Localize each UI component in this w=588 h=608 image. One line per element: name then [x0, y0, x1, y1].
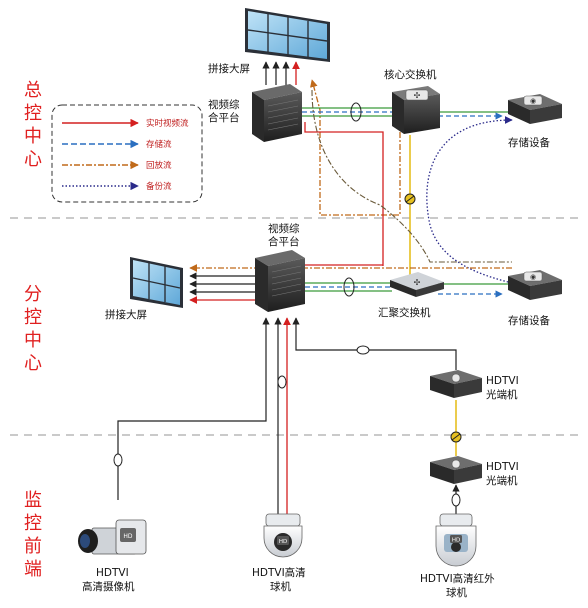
branch-platform-icon: [255, 250, 305, 312]
optical-lower-icon: [430, 456, 482, 484]
hq-platform-icon: [252, 84, 302, 142]
box-camera-label-1: HDTVI: [96, 567, 129, 579]
hq-videowall-icon: [245, 8, 330, 62]
svg-text:HD: HD: [452, 538, 460, 544]
svg-text:◉: ◉: [530, 97, 536, 105]
hq-platform-core-link: [302, 102, 392, 122]
box-camera-coupler: [113, 453, 123, 467]
hq-platform-label-2: 合平台: [208, 111, 240, 124]
legend-storage-label: 存储流: [146, 139, 172, 150]
branch-videowall-label: 拼接大屏: [105, 308, 147, 321]
optical-upper-label-1: HDTVI: [486, 375, 519, 387]
zone-char: 控: [24, 513, 42, 534]
branch-videowall-icon: [130, 257, 183, 308]
branch-to-hq-realtime: [304, 122, 384, 266]
zone-char: 前: [24, 536, 42, 557]
svg-text:◉: ◉: [530, 273, 536, 281]
branch-agg-switch-icon: ✣: [390, 272, 444, 297]
optical-lower-label-2: 光端机: [486, 474, 518, 487]
zone-char: 端: [24, 559, 42, 580]
hq-videowall-label: 拼接大屏: [208, 62, 250, 75]
zone-label-frontend: 监 控 前 端: [24, 490, 42, 580]
optical-upper-label-2: 光端机: [486, 388, 518, 401]
branch-platform-label-2: 合平台: [268, 235, 300, 248]
legend-playback-label: 回放流: [146, 160, 172, 171]
branch-platform-agg-link: [305, 277, 392, 297]
dome-camera-label-2: 球机: [270, 580, 291, 593]
branch-storage-label: 存储设备: [508, 314, 550, 327]
ir-dome-camera-label-2: 球机: [446, 586, 467, 599]
branch-storage-icon: ◉: [508, 270, 562, 300]
branch-wall-feed: [189, 272, 255, 304]
zone-char: 控: [24, 307, 42, 328]
hq-core-switch-label: 核心交换机: [384, 68, 437, 81]
hq-core-switch-icon: ✣: [392, 86, 440, 134]
zone-char: 监: [24, 490, 42, 511]
optical-line: [292, 317, 457, 370]
zone-char: 中: [24, 330, 42, 351]
svg-text:✣: ✣: [414, 278, 421, 287]
branch-platform-label-1: 视频综: [268, 222, 300, 235]
box-camera-line: [117, 317, 270, 500]
hq-platform-label-1: 视频综: [208, 98, 240, 111]
hq-storage-icon: ◉: [508, 94, 562, 124]
ir-dome-camera-label-1: HDTVI高清红外: [420, 572, 495, 585]
zone-label-branch: 分 控 中 心: [24, 284, 42, 374]
svg-text:HD: HD: [279, 539, 287, 545]
fiber-connector-mark: [405, 195, 415, 203]
backup-flow-curve: [426, 116, 513, 284]
zone-char: 分: [24, 284, 42, 305]
box-camera-label-2: 高清摄像机: [82, 580, 135, 593]
optical-line-coupler: [356, 345, 370, 355]
playback-hq-to-branch: [311, 89, 512, 263]
svg-text:✣: ✣: [414, 91, 421, 100]
zone-char: 中: [24, 126, 42, 147]
box-camera-icon: HD: [78, 519, 147, 555]
zone-char: 心: [24, 149, 42, 170]
dome-camera-icon: HD: [263, 513, 303, 558]
svg-text:HD: HD: [123, 533, 133, 540]
optical-lower-label-1: HDTVI: [486, 461, 519, 473]
optical-upper-icon: [430, 370, 482, 398]
ir-dome-camera-icon: HD: [435, 513, 477, 567]
legend-backup-label: 备份流: [146, 181, 172, 192]
hq-storage-label: 存储设备: [508, 136, 550, 149]
dome-camera-label-1: HDTVI高清: [252, 566, 306, 579]
zone-char: 心: [24, 353, 42, 374]
hq-core-storage-link: [438, 111, 508, 120]
fiber-optical-connector-mark: [451, 433, 461, 441]
zone-char: 总: [24, 80, 42, 101]
legend-realtime-label: 实时视频流: [146, 118, 189, 129]
zone-label-headquarters: 总 控 中 心: [24, 80, 42, 170]
zone-char: 控: [24, 103, 42, 124]
legend-frame: [51, 104, 203, 203]
legend: 实时视频流 存储流 回放流 备份流: [51, 104, 203, 203]
ir-dome-coupler: [451, 493, 461, 507]
hq-wall-feed: [262, 61, 300, 85]
branch-agg-storage-link: [438, 283, 508, 298]
hq-playback-to-wall: [310, 79, 401, 216]
dome-camera-coupler: [277, 375, 287, 389]
branch-agg-switch-label: 汇聚交换机: [378, 306, 431, 319]
